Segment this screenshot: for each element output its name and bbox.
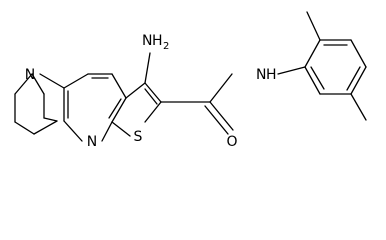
bond-n-aryl (277, 66, 306, 75)
amide-nitrogen-label: N (256, 67, 266, 83)
bond-py-1 (63, 73, 89, 89)
bond-methyl-top (306, 11, 321, 41)
amine-group-label: N H 2 (142, 33, 169, 52)
bond-ar-4 (350, 66, 367, 95)
bond-ar-1 (304, 39, 321, 68)
bond-c2-c3 (14, 121, 35, 135)
bond-py-6 (63, 120, 83, 142)
bond-ar-6 (304, 66, 321, 95)
bond-ar-3 (350, 39, 367, 68)
bond-bridgeN-c4 (31, 73, 45, 95)
bond-c3-bridgehead (33, 120, 58, 135)
bond-th-4 (111, 121, 131, 137)
bond-ar-6-inner (310, 66, 325, 90)
bond-py-5 (101, 121, 113, 142)
atom-layer: N N S N H 2 N H O (25, 33, 277, 150)
amide-nh-label: N H (256, 67, 277, 83)
bond-py-3 (111, 73, 127, 99)
molecule-structure-diagram: N N S N H 2 N H O (14, 11, 367, 150)
bond-carbonyl (209, 101, 234, 131)
bond-amine (144, 52, 151, 84)
carbonyl-oxygen-label: O (226, 134, 237, 150)
amine-nitrogen-label: N (142, 33, 152, 49)
bond-c5-bridgehead (43, 117, 58, 122)
bond-th-3 (144, 101, 162, 123)
amide-hydrogen-label: H (266, 67, 277, 83)
bond-carbonyl-2 (204, 105, 229, 135)
amine-hydrogen-count: 2 (163, 41, 169, 52)
thiophene-sulfur-label: S (134, 129, 143, 145)
bond-th-1 (125, 82, 146, 99)
bond-layer (14, 11, 367, 142)
bond-amide-n (209, 73, 233, 103)
bridge-nitrogen-label: N (25, 67, 35, 83)
amine-hydrogen-label: H (152, 33, 163, 49)
bond-th-2 (144, 82, 162, 103)
bond-methyl-right (350, 93, 367, 121)
bond-ar-4-inner (346, 66, 361, 91)
bond-bridgeN-c1 (14, 73, 33, 95)
pyridine-nitrogen-label: N (87, 134, 97, 150)
bond-py-4 (111, 97, 127, 123)
bond-th-2-inner (144, 88, 158, 105)
bond-bridgeN-ring (39, 73, 65, 89)
bond-py-4-inner (108, 98, 122, 119)
